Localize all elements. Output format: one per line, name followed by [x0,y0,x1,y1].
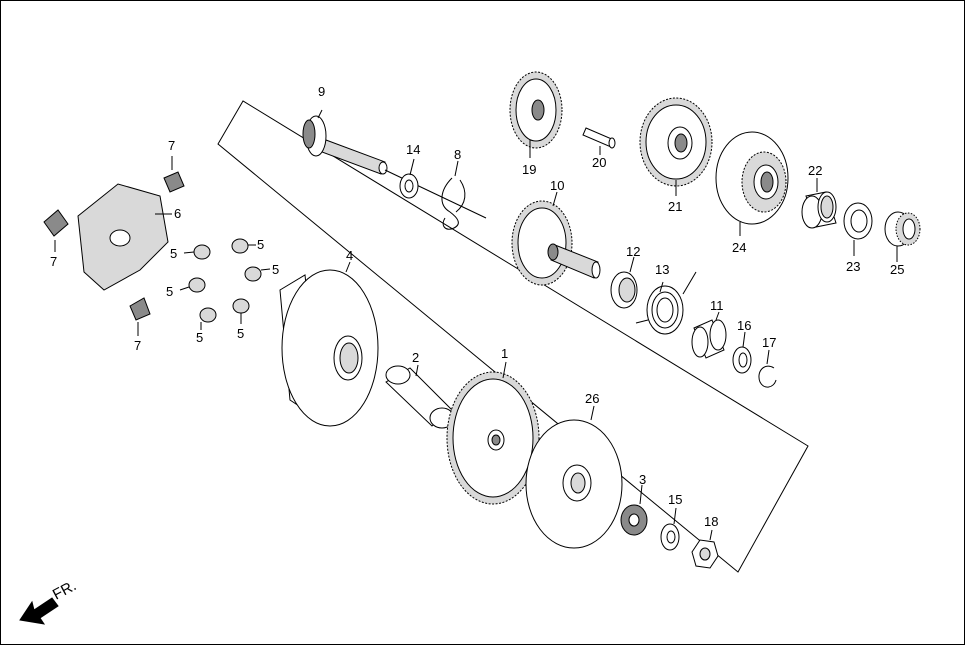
part-17-circlip [758,349,777,388]
callout-13: 13 [655,262,669,277]
callout-7b: 7 [50,254,57,269]
part-6-ramp-plate [77,183,172,291]
callout-18: 18 [704,514,718,529]
callout-3: 3 [639,472,646,487]
part-14-washer [399,158,419,199]
callout-labels: 1 2 3 4 5 5 5 5 5 5 6 7 7 7 8 9 10 11 12… [50,84,904,529]
part-13-spring [635,271,697,335]
callout-25: 25 [890,262,904,277]
part-20-pin [582,127,616,155]
callout-1: 1 [501,346,508,361]
callout-16: 16 [737,318,751,333]
callout-4: 4 [346,248,353,263]
part-10-driven-gear [511,191,601,286]
part-7-slider-bottom [129,297,151,336]
callout-5f: 5 [237,326,244,341]
front-direction-indicator: FR. [19,577,79,625]
part-24-clutch-hub [715,131,789,236]
assembly-outline [217,100,809,573]
callout-19: 19 [522,162,536,177]
part-8-clip [441,160,466,230]
part-18-nut [691,529,719,569]
callout-5b: 5 [257,237,264,252]
part-7-slider-top [163,156,185,193]
part-25-needle-bearing [884,211,921,262]
callout-9: 9 [318,84,325,99]
callout-5e: 5 [196,330,203,345]
callout-5d: 5 [272,262,279,277]
part-19-gear [509,71,563,158]
part-12-seal [610,256,638,309]
callout-7a: 7 [168,138,175,153]
callout-14: 14 [406,142,420,157]
callout-6: 6 [174,206,181,221]
callout-22: 22 [808,163,822,178]
callout-8: 8 [454,147,461,162]
part-4-movable-drive-face [279,261,379,427]
part-7-slider-left [43,209,69,252]
part-22-bushing [801,178,837,229]
callout-21: 21 [668,199,682,214]
part-23-nut [843,202,873,256]
callout-10: 10 [550,178,564,193]
part-3-bearing [620,484,648,536]
callout-7c: 7 [134,338,141,353]
front-label: FR. [50,577,79,603]
part-26-fixed-drive-face [525,405,623,549]
part-21-gear-plate [639,97,713,196]
callout-11: 11 [710,298,724,313]
callout-2: 2 [412,350,419,365]
part-2-sleeve [385,364,455,429]
callout-15: 15 [668,492,682,507]
callout-5c: 5 [166,284,173,299]
callout-23: 23 [846,259,860,274]
part-15-washer [660,507,680,551]
callout-17: 17 [762,335,776,350]
part-1-drive-gear [446,361,540,505]
callout-20: 20 [592,155,606,170]
part-11-collar [691,311,727,359]
part-16-washer [732,331,752,374]
front-arrow-icon [19,597,59,625]
part-5-rollers [179,238,271,330]
callout-5a: 5 [170,246,177,261]
callout-24: 24 [732,240,746,255]
callout-26: 26 [585,391,599,406]
callout-12: 12 [626,244,640,259]
part-9-drive-shaft [302,109,487,219]
